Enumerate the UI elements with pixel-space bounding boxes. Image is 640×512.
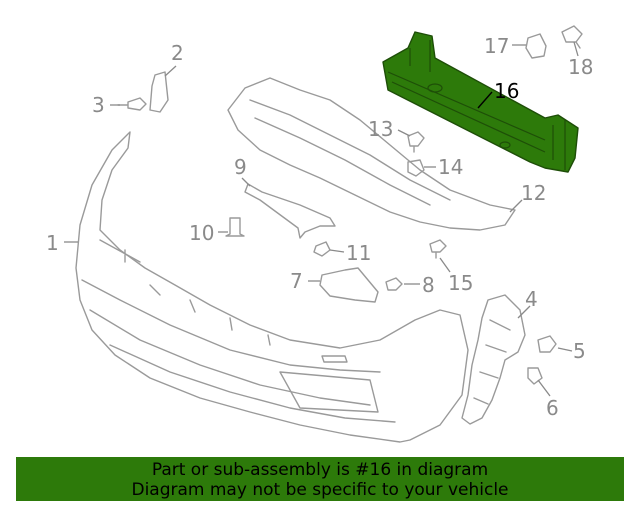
parts-diagram: 1 2 3 4 5 6 7 8 9 10 11 12 13 14 15 16 1… <box>46 25 593 443</box>
absorber-part-12 <box>227 77 516 231</box>
bracket-part-9 <box>244 183 336 239</box>
reinforcement-beam-part-16 <box>382 31 579 173</box>
callout-1: 1 <box>46 231 59 255</box>
bumper-cover-part <box>75 131 469 443</box>
bolt-part-15 <box>429 239 447 259</box>
bolt-part-13 <box>407 131 425 153</box>
callout-6: 6 <box>546 396 559 420</box>
callout-10: 10 <box>189 221 214 245</box>
callout-17: 17 <box>484 34 509 58</box>
clip-part-10 <box>225 217 245 237</box>
callout-16: 16 <box>494 79 519 103</box>
callout-11: 11 <box>346 241 371 265</box>
callout-5: 5 <box>573 339 586 363</box>
bracket-part-7 <box>319 267 379 303</box>
bracket-part-2 <box>149 71 169 113</box>
notice-line-part: Part or sub-assembly is #16 in diagram <box>151 460 489 480</box>
callout-9: 9 <box>234 155 247 179</box>
leader-lines <box>64 41 579 397</box>
notice-banner: Part or sub-assembly is #16 in diagram D… <box>16 457 624 501</box>
callout-12: 12 <box>521 181 546 205</box>
bolt-part-8 <box>385 277 403 291</box>
callout-2: 2 <box>171 41 184 65</box>
callout-18: 18 <box>568 55 593 79</box>
callout-8: 8 <box>422 273 435 297</box>
callout-7: 7 <box>290 269 303 293</box>
bolt-part-3 <box>117 97 147 111</box>
callout-14: 14 <box>438 155 463 179</box>
bolt-part-5 <box>537 335 557 353</box>
callout-4: 4 <box>525 287 538 311</box>
bolt-part-11 <box>313 241 331 257</box>
bolt-part-18 <box>561 25 583 49</box>
callout-13: 13 <box>368 117 393 141</box>
clip-part-17 <box>525 33 547 59</box>
nut-part-14 <box>407 159 425 177</box>
callout-15: 15 <box>448 271 473 295</box>
callout-3: 3 <box>92 93 105 117</box>
notice-line-disclaimer: Diagram may not be specific to your vehi… <box>131 480 509 500</box>
bracket-part-4 <box>461 294 526 425</box>
